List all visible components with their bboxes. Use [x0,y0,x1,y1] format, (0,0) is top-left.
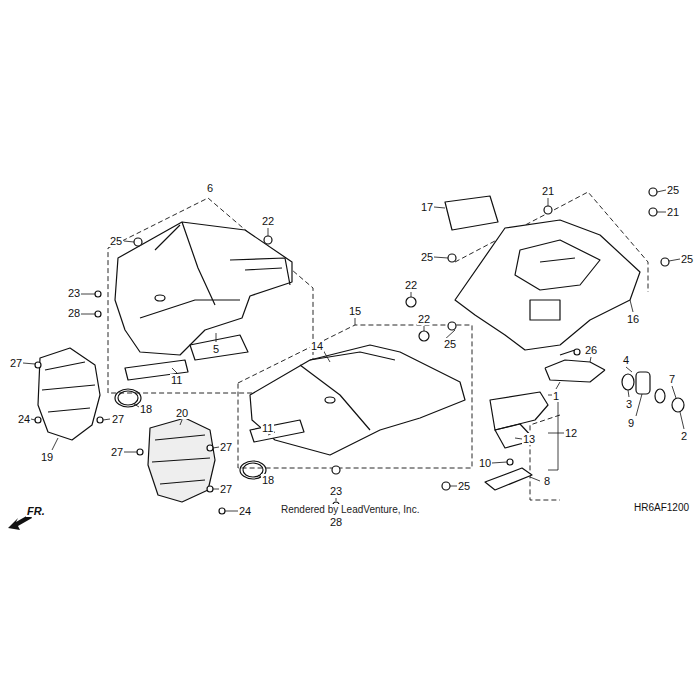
callout-number: 14 [310,340,324,352]
bolt [507,459,513,465]
callout-number: 9 [627,417,635,429]
seal-ring [115,389,141,407]
callout-number: 25 [109,235,123,247]
callout-number: 3 [625,398,633,410]
callout-number: 11 [170,374,183,386]
callout-number: 28 [329,516,343,528]
callout-number: 15 [348,305,362,317]
inner-fender [148,418,215,502]
callout-number: 13 [522,433,536,445]
callout-number: 18 [139,403,153,415]
callout-number: 27 [111,413,125,425]
callout-number: 17 [420,201,434,213]
callout-number: 19 [40,451,54,463]
callout-number: 23 [67,287,81,299]
callout-number: 23 [329,485,343,497]
direction-label: FR. [26,505,46,517]
callout-number: 10 [478,457,492,469]
rear-fender [250,345,465,455]
bracket-line [548,395,558,470]
watermark-text: Rendered by LeadVenture, Inc. [280,504,420,516]
callout-number: 4 [622,354,630,366]
cover [445,196,498,230]
callout-number: 11 [261,422,274,434]
callout-number: 21 [541,185,555,197]
inner-fender [38,348,100,440]
callout-number: 25 [680,253,694,265]
callout-number: 2 [680,430,688,442]
callout-number: 6 [206,182,214,194]
callout-number: 24 [17,413,31,425]
callout-number: 21 [666,206,680,218]
callout-number: 25 [420,251,434,263]
callout-number: 7 [668,373,676,385]
callout-number: 16 [626,313,640,325]
callout-number: 22 [261,215,275,227]
callout-number: 25 [443,338,457,350]
callout-number: 27 [110,446,124,458]
leader-line [23,190,684,511]
callout-number: 25 [666,184,680,196]
callout-number: 20 [175,407,189,419]
rear-carrier [455,220,640,350]
callout-number: 28 [67,307,81,319]
callout-number: 22 [417,313,431,325]
callout-number: 25 [457,480,471,492]
callout-number: 27 [9,357,23,369]
callout-number: 27 [219,483,233,495]
bracket [485,468,532,490]
fastener [35,188,669,514]
callout-number: 1 [552,390,560,402]
callout-number: 18 [261,474,275,486]
diagram-code: HR6AF1200 [633,502,690,514]
callout-number: 5 [212,343,220,355]
callout-number: 27 [219,441,233,453]
callout-number: 12 [564,427,578,439]
callout-number: 26 [584,344,598,356]
front-fender [115,222,292,360]
callout-number: 8 [543,475,551,487]
callout-number: 22 [404,279,418,291]
socket-parts [622,372,684,412]
callout-number: 24 [238,505,252,517]
